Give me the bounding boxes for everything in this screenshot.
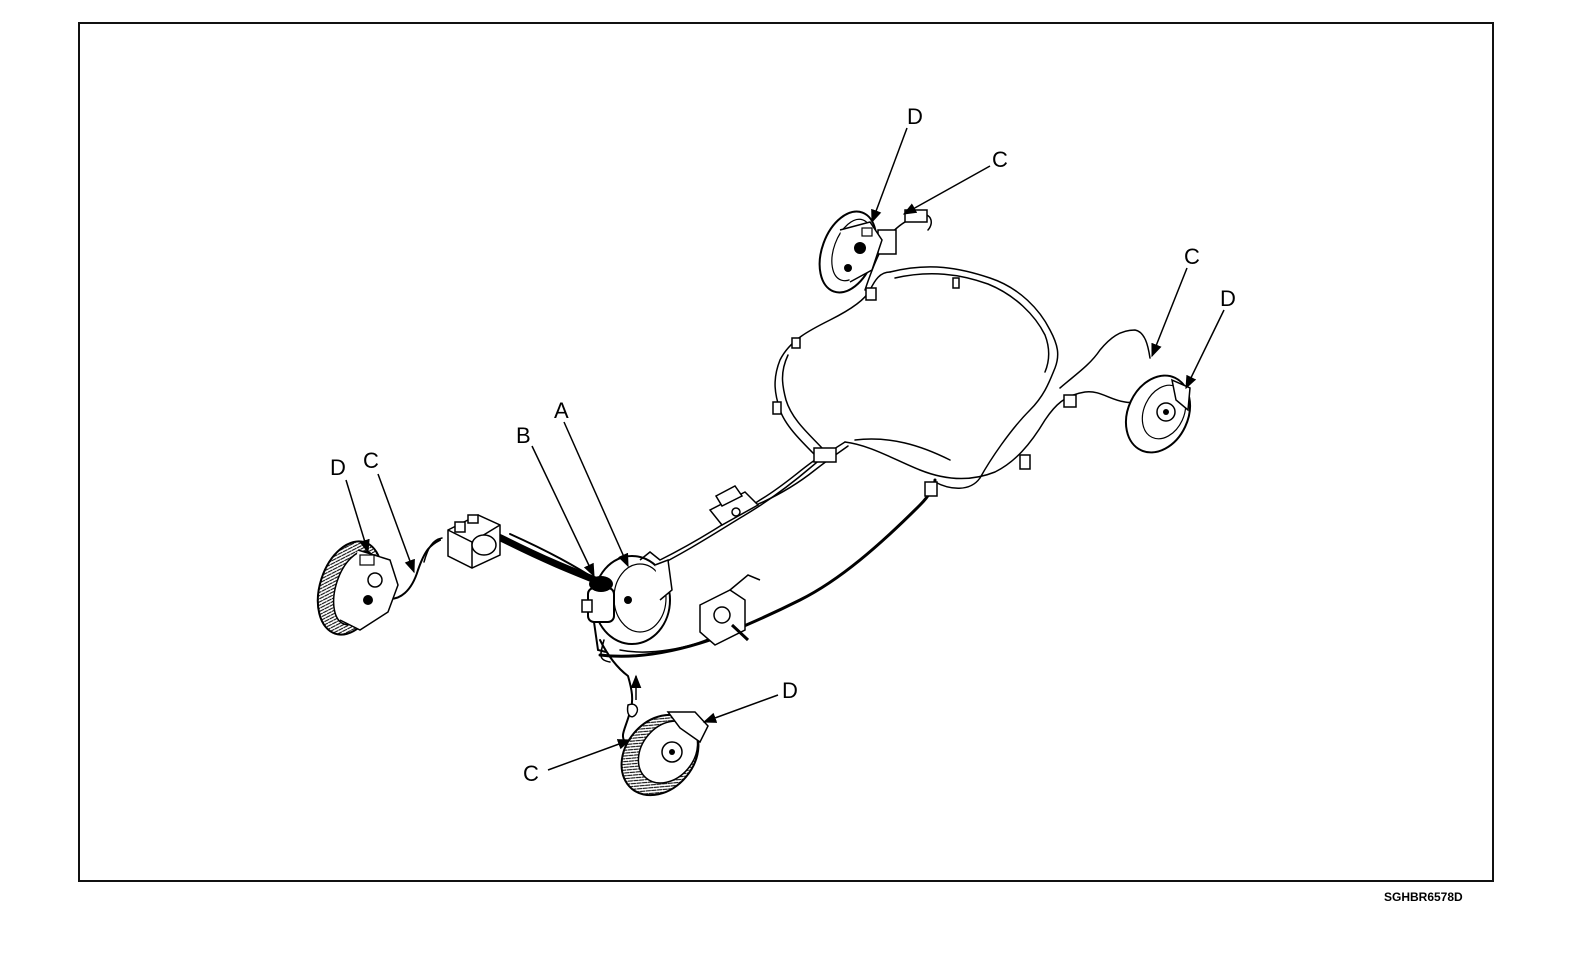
parking-brake-lever bbox=[708, 485, 760, 526]
wheel-rear-left bbox=[818, 210, 883, 294]
brake-booster bbox=[593, 551, 673, 645]
callout-d-rear-left: D bbox=[907, 104, 923, 129]
callout-c-front-right: C bbox=[523, 761, 539, 786]
callout-a: A bbox=[554, 398, 569, 423]
figure-code: SGHBR6578D bbox=[1384, 890, 1463, 904]
callout-d-front-right: D bbox=[782, 678, 798, 703]
wheel-rear-right bbox=[1124, 374, 1192, 454]
callout-d-front-left: D bbox=[330, 455, 346, 480]
callout-c-rear-left: C bbox=[992, 147, 1008, 172]
wheel-front-right bbox=[620, 703, 709, 797]
leader-lines bbox=[345, 127, 1225, 771]
callout-b: B bbox=[516, 423, 531, 448]
master-cylinder bbox=[581, 576, 615, 653]
callout-labels: A B D C C D D C C D bbox=[330, 104, 1236, 786]
callout-c-rear-right: C bbox=[1184, 244, 1200, 269]
pedal-bracket bbox=[699, 574, 761, 646]
brake-lines bbox=[359, 213, 1151, 743]
abs-unit bbox=[447, 514, 501, 569]
wheel-front-left bbox=[316, 540, 399, 636]
diagram-frame bbox=[78, 22, 1494, 882]
line-clips bbox=[772, 209, 1077, 497]
callout-d-rear-right: D bbox=[1220, 286, 1236, 311]
callout-c-front-left: C bbox=[363, 448, 379, 473]
